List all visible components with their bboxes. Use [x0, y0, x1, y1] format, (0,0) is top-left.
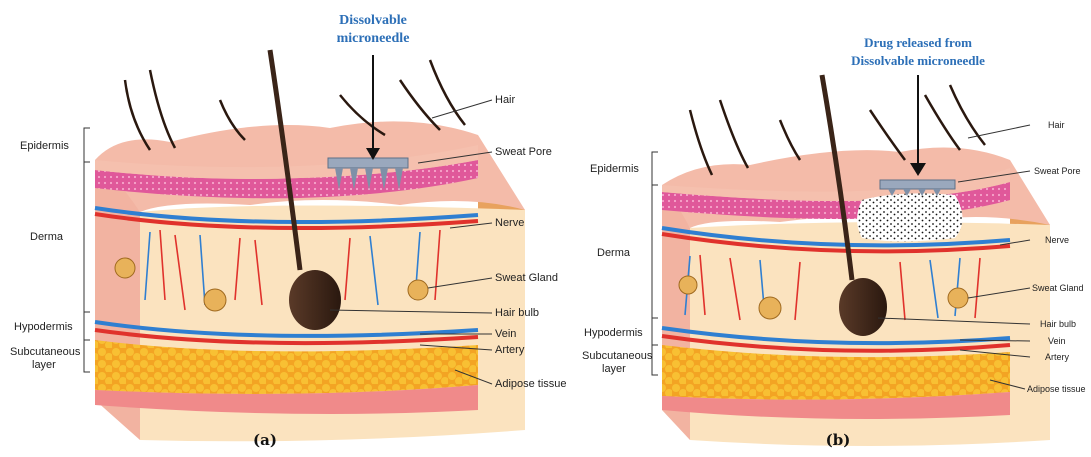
label-adipose-tissue: Adipose tissue [495, 378, 567, 390]
panel-b-title: Drug released from [864, 35, 972, 50]
label-artery: Artery [1045, 352, 1070, 362]
sweat-gland [679, 276, 697, 294]
label-nerve: Nerve [1045, 235, 1069, 245]
hair-bulb [839, 278, 887, 336]
sweat-gland [115, 258, 135, 278]
panel-a: Dissolvable microneedle Epidermis Derma … [10, 13, 567, 449]
label-nerve: Nerve [495, 217, 524, 229]
panel-a-title: Dissolvable [339, 13, 407, 28]
label-sweat-pore: Sweat Pore [1034, 166, 1081, 176]
hair-bulb [289, 270, 341, 330]
label-layer: layer [602, 363, 626, 375]
label-epidermis: Epidermis [20, 140, 69, 152]
label-subcutaneous: Subcutaneous [582, 350, 653, 362]
label-vein: Vein [495, 328, 516, 340]
label-hypodermis: Hypodermis [584, 327, 643, 339]
label-hair-bulb: Hair bulb [495, 307, 539, 319]
label-layer: layer [32, 359, 56, 371]
caption-a: (a) [253, 431, 277, 449]
panel-b-title: Dissolvable microneedle [851, 53, 985, 68]
label-artery: Artery [495, 344, 525, 356]
label-derma: Derma [597, 247, 631, 259]
panel-b: Drug released from Dissolvable microneed… [582, 35, 1086, 449]
label-derma: Derma [30, 231, 64, 243]
label-adipose-tissue: Adipose tissue [1027, 384, 1086, 394]
label-subcutaneous: Subcutaneous [10, 346, 81, 358]
microneedle-patch [880, 180, 955, 189]
label-vein: Vein [1048, 336, 1066, 346]
label-hypodermis: Hypodermis [14, 321, 73, 333]
label-epidermis: Epidermis [590, 163, 639, 175]
label-sweat-gland: Sweat Gland [495, 272, 558, 284]
caption-b: (b) [826, 431, 851, 449]
label-hair: Hair [495, 94, 516, 106]
panel-a-title: microneedle [337, 31, 410, 46]
microneedle-patch [328, 158, 408, 168]
label-hair-bulb: Hair bulb [1040, 319, 1076, 329]
drug-release-zone [857, 193, 963, 241]
label-sweat-pore: Sweat Pore [495, 146, 552, 158]
label-hair: Hair [1048, 120, 1065, 130]
label-sweat-gland: Sweat Gland [1032, 283, 1084, 293]
